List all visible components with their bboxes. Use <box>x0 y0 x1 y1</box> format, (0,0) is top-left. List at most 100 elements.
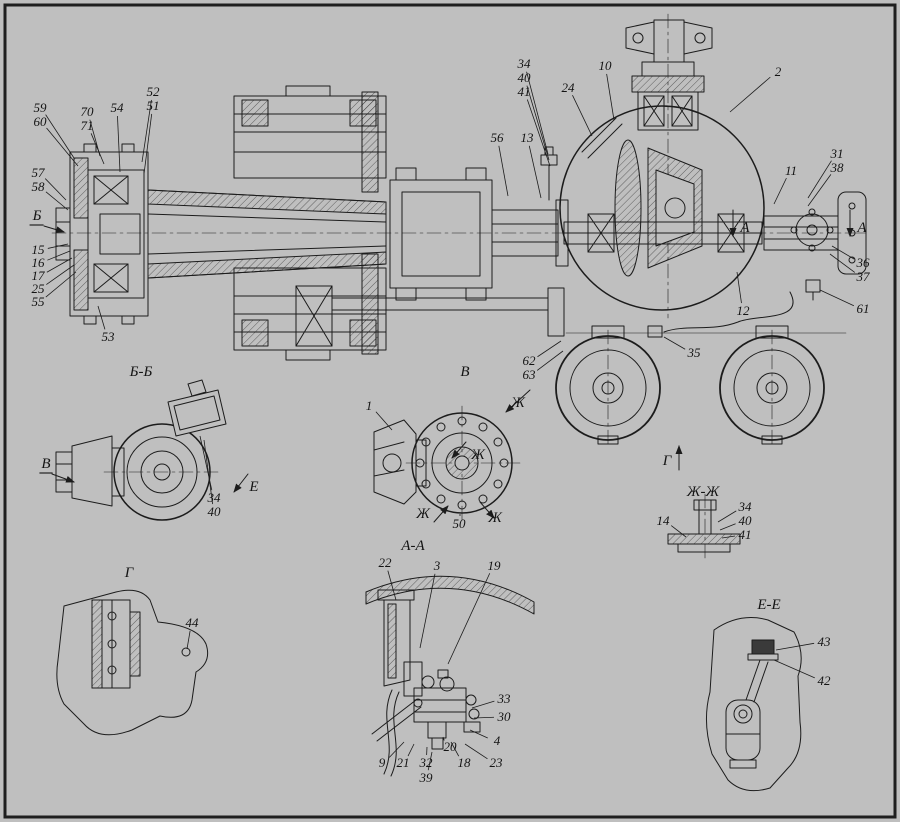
callout-22: 22 <box>379 555 393 570</box>
view-label-А-А: А-А <box>400 538 425 554</box>
callout-35: 35 <box>687 345 702 360</box>
callout-14: 14 <box>657 513 671 528</box>
view-b-b-detail <box>55 379 227 521</box>
callout-32: 32 <box>419 755 434 770</box>
leader-line-71 <box>90 133 105 165</box>
leader-line-40 <box>526 85 550 161</box>
callout-70: 70 <box>81 104 95 119</box>
leader-line-63 <box>536 350 564 371</box>
callout-50: 50 <box>453 516 467 531</box>
leader-line-34 <box>526 71 549 155</box>
callout-42: 42 <box>818 673 832 688</box>
callout-18: 18 <box>458 755 472 770</box>
view-label-Ж: Ж <box>487 510 503 526</box>
leader-line-52 <box>141 99 152 163</box>
callout-63: 63 <box>523 367 537 382</box>
callout-54: 54 <box>111 100 125 115</box>
view-label-В: В <box>460 364 469 380</box>
callout-33: 33 <box>497 691 512 706</box>
leader-line-1 <box>375 411 393 431</box>
leader-line-38 <box>807 174 832 207</box>
view-label-А: А <box>739 220 750 236</box>
callout-40: 40 <box>518 70 532 85</box>
callout-37: 37 <box>856 269 871 284</box>
leader-line-57 <box>44 178 67 201</box>
leader-line-13 <box>528 145 542 199</box>
leader-line-14 <box>670 525 687 538</box>
leader-line-23 <box>464 743 488 760</box>
leader-line-58 <box>45 191 69 211</box>
leader-line-10 <box>606 73 615 121</box>
callout-16: 16 <box>32 255 46 270</box>
view-zh-zh-detail <box>667 493 741 561</box>
view-label-Ж: Ж <box>510 395 526 411</box>
view-e-arrow <box>233 473 249 493</box>
leader-line-33 <box>471 700 495 709</box>
leader-line-31 <box>807 160 832 199</box>
leader-line-41 <box>526 99 551 167</box>
callout-3: 3 <box>433 558 441 573</box>
callout-31: 31 <box>830 146 844 161</box>
callout-19: 19 <box>488 558 502 573</box>
view-label-Г: Г <box>662 453 673 469</box>
leader-line-59 <box>45 114 75 159</box>
callout-34: 34 <box>738 499 753 514</box>
leader-line-17 <box>46 257 73 273</box>
leader-line-43 <box>775 642 815 651</box>
leader-line-62 <box>537 340 562 358</box>
leader-line-18 <box>450 741 460 757</box>
view-label-Б-Б: Б-Б <box>129 364 153 380</box>
leader-line-20 <box>442 736 445 741</box>
section-zh-arrow-3 <box>433 505 449 523</box>
callout-38: 38 <box>830 160 845 175</box>
view-label-Ж: Ж <box>470 447 486 463</box>
callout-52: 52 <box>147 84 161 99</box>
callout-59: 59 <box>34 100 48 115</box>
leader-line-9 <box>388 741 405 758</box>
leader-line-42 <box>773 659 815 679</box>
view-direction-arrows <box>43 209 854 523</box>
view-b-arrow <box>43 225 65 234</box>
leader-line-15 <box>47 243 69 249</box>
view-label-Е-Е: Е-Е <box>756 597 780 613</box>
view-v-detail <box>373 405 521 523</box>
callout-17: 17 <box>32 268 46 283</box>
view-label-В: В <box>41 456 50 472</box>
leader-line-36 <box>831 245 855 260</box>
callout-4: 4 <box>494 733 501 748</box>
leader-line-44 <box>186 630 191 650</box>
view-label-Е: Е <box>248 479 258 495</box>
section-zh-arrow-2 <box>451 441 467 459</box>
view-label-Г: Г <box>124 565 135 581</box>
callout-58: 58 <box>32 179 46 194</box>
leader-lines <box>44 71 856 771</box>
callout-53: 53 <box>102 329 116 344</box>
callout-9: 9 <box>379 755 386 770</box>
leader-line-53 <box>97 305 106 330</box>
callout-15: 15 <box>32 242 46 257</box>
leader-line-24 <box>572 94 593 137</box>
callout-41: 41 <box>518 84 531 99</box>
callout-60: 60 <box>34 114 48 129</box>
callout-11: 11 <box>785 163 797 178</box>
callout-13: 13 <box>521 130 535 145</box>
leader-line-2 <box>729 76 771 113</box>
callout-40: 40 <box>739 513 753 528</box>
callout-10: 10 <box>599 58 613 73</box>
leader-line-30 <box>473 716 495 719</box>
view-e-e-detail <box>706 617 802 792</box>
main-assembly-view <box>51 13 871 447</box>
leader-line-37 <box>829 253 856 273</box>
view-g-detail <box>56 589 209 736</box>
section-zh-arrow-4 <box>479 501 495 519</box>
callout-40: 40 <box>208 504 222 519</box>
leader-line-22 <box>387 570 397 601</box>
callout-39: 39 <box>419 770 434 785</box>
callout-34: 34 <box>517 56 532 71</box>
view-label-Б: Б <box>32 208 42 224</box>
leader-line-40 <box>203 439 214 505</box>
callout-2: 2 <box>775 64 782 79</box>
